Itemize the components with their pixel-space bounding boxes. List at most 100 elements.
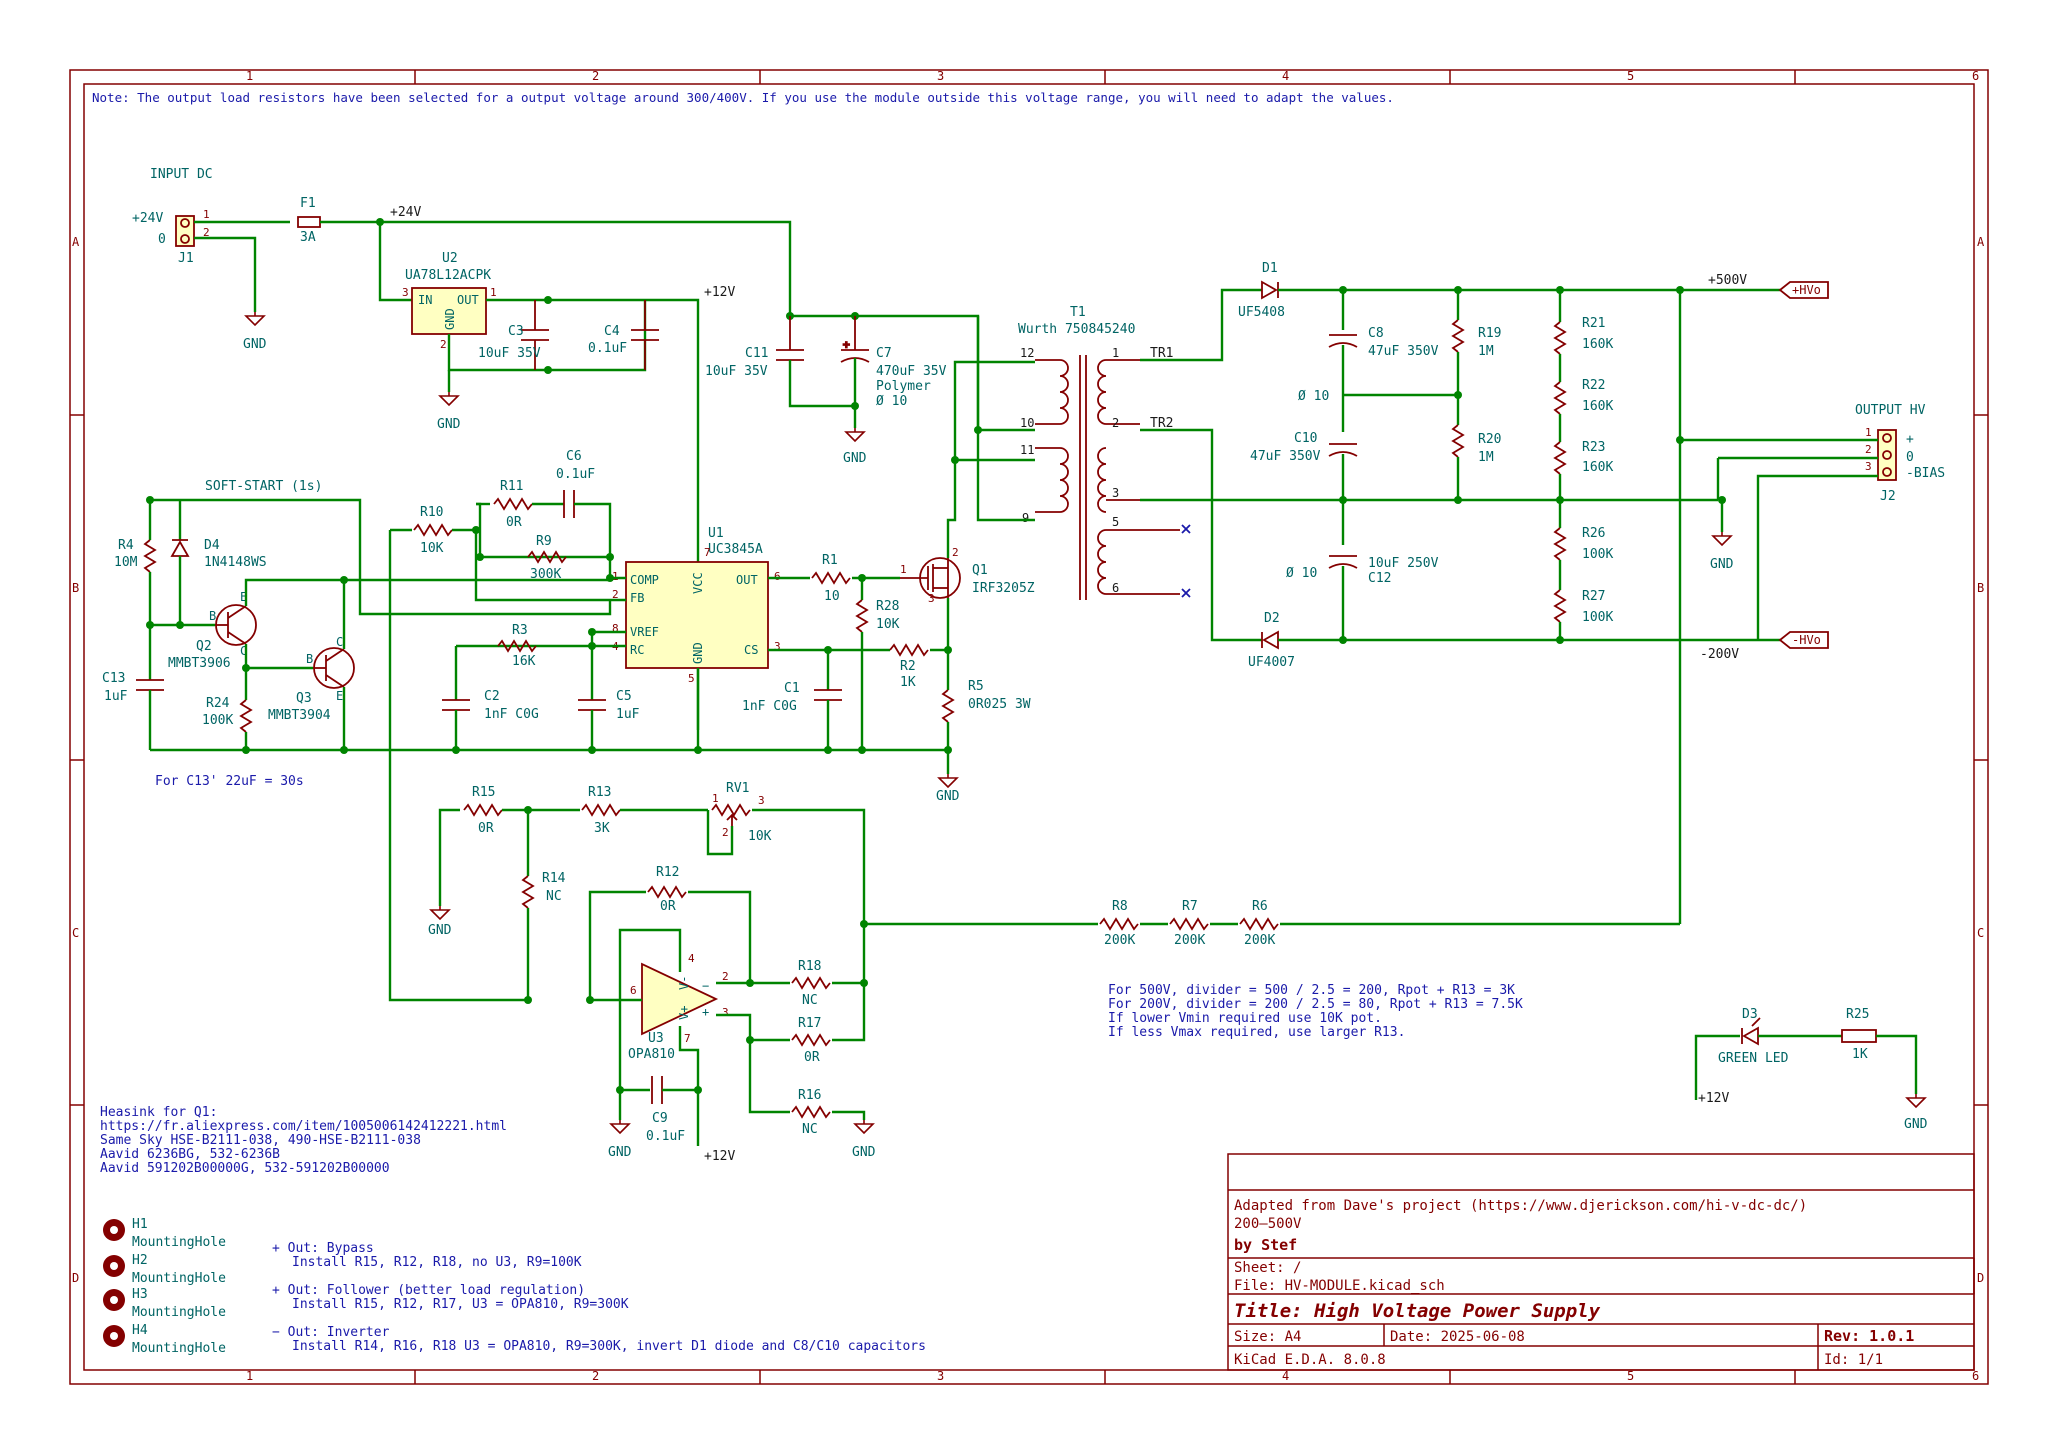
j1-label-zero: 0 [158, 232, 166, 247]
hvo-minus-label: -HVo [1792, 633, 1821, 647]
hvo-plus-tag [1778, 281, 1829, 299]
net-label-tr2: TR2 [1150, 416, 1173, 431]
r28-ref: R28 [876, 599, 899, 614]
c13-value: 1uF [104, 689, 128, 704]
r22-ref: R22 [1582, 378, 1605, 393]
r4-ref: R4 [118, 538, 134, 553]
j2-pin3: 3 [1865, 460, 1872, 473]
d3-value: GREEN LED [1718, 1051, 1789, 1066]
row-label-a: A [72, 235, 80, 249]
c1-ref: C1 [784, 681, 800, 696]
u3-minus: − [702, 979, 709, 993]
gnd-label-c9: GND [608, 1145, 632, 1160]
u1-body [625, 561, 769, 669]
connector-j1 [175, 215, 195, 247]
c6-value: 0.1uF [556, 467, 595, 482]
u3-n2: 2 [722, 970, 729, 983]
q2-b: B [209, 609, 216, 623]
d4-ref: D4 [204, 538, 220, 553]
c13-ref: C13 [102, 671, 125, 686]
c7-value: 470uF 35V [876, 364, 947, 379]
r19-ref: R19 [1478, 326, 1501, 341]
h4-value: MountingHole [132, 1341, 226, 1356]
c12-ref: C12 [1368, 571, 1391, 586]
j2-label-bias: -BIAS [1906, 466, 1945, 481]
c8-ref: C8 [1368, 326, 1384, 341]
c8c10-diameter: Ø 10 [1298, 389, 1329, 404]
u1-n6: 6 [774, 570, 781, 583]
j1-label-plus: +24V [132, 211, 163, 226]
title-block: Adapted from Dave's project (https://www… [1227, 1153, 1975, 1371]
h2-ref: H2 [132, 1253, 148, 1268]
u2-p1: 1 [490, 286, 497, 299]
u3-plus: + [702, 1005, 709, 1019]
fuse-f1: F1 3A +24V [297, 196, 792, 316]
r9-icon [527, 550, 567, 564]
u1-pin-out: OUT [736, 573, 758, 587]
tb-size: Size: A4 [1234, 1329, 1301, 1345]
t1-pin9: 9 [1022, 511, 1029, 525]
r7-value: 200K [1174, 933, 1205, 948]
u1-pin-rc: RC [630, 643, 644, 657]
t1-pin11: 11 [1020, 443, 1034, 457]
t1-pin1: 1 [1112, 346, 1119, 360]
c4-value: 0.1uF [588, 341, 627, 356]
gnd-label-led: GND [1904, 1117, 1928, 1132]
heatsink-line-3: Same Sky HSE-B2111-038, 490-HSE-B2111-03… [100, 1133, 421, 1148]
gnd-label-r15: GND [428, 923, 452, 938]
col-label-4: 4 [1282, 69, 1289, 83]
r17-icon [791, 1033, 831, 1047]
u2-pin-gnd: GND [443, 308, 457, 330]
tb-sheet: Sheet: / [1234, 1260, 1301, 1276]
r10-icon [413, 523, 453, 537]
divider-note-2: For 200V, divider = 200 / 2.5 = 80, Rpot… [1108, 997, 1523, 1012]
t1-value: Wurth 750845240 [1018, 322, 1135, 337]
u1-pin-comp: COMP [630, 573, 659, 587]
j2-pin2: 2 [1865, 443, 1872, 456]
row-label-b: B [72, 581, 79, 595]
c7-extra1: Polymer [876, 379, 931, 394]
q1-value: IRF3205Z [972, 581, 1035, 596]
heatsink-notes: Heasink for Q1: https://fr.aliexpress.co… [100, 1105, 507, 1176]
d3-ref: D3 [1742, 1007, 1758, 1022]
u2-value: UA78L12ACPK [405, 268, 491, 283]
d2-value: UF4007 [1248, 655, 1295, 670]
rv1-ref: RV1 [726, 781, 749, 796]
c4-ref: C4 [604, 324, 620, 339]
option-2-detail: Install R15, R12, R17, U3 = OPA810, R9=3… [292, 1297, 629, 1312]
u1-pin-gnd: GND [691, 642, 705, 664]
q3-c: C [336, 635, 343, 649]
q2-c: C [240, 644, 247, 658]
q3-e: E [336, 689, 343, 703]
r24-ref: R24 [206, 696, 230, 711]
tb-rev: Rev: 1.0.1 [1824, 1327, 1914, 1345]
gnd-label-c7: GND [843, 451, 867, 466]
f1-ref: F1 [300, 196, 316, 211]
r18-icon [791, 976, 831, 990]
net-label-12v-led: +12V [1698, 1091, 1729, 1106]
u2-pin-in: IN [418, 293, 432, 307]
u1-n2: 2 [612, 588, 619, 601]
gnd-label-j2: GND [1710, 557, 1734, 572]
c5-value: 1uF [616, 707, 640, 722]
heatsink-line-2: https://fr.aliexpress.com/item/100500614… [100, 1119, 507, 1134]
c2-value: 1nF C0G [484, 707, 539, 722]
d3-led-icon [1741, 1017, 1761, 1046]
input-dc-title: INPUT DC [150, 167, 213, 182]
r6-value: 200K [1244, 933, 1275, 948]
gnd-icon [244, 312, 266, 327]
col-label-2: 2 [592, 69, 599, 83]
j1-pin1-icon [180, 218, 190, 228]
c3-ref: C3 [508, 324, 524, 339]
c7-ref: C7 [876, 346, 892, 361]
r8-value: 200K [1104, 933, 1135, 948]
hv-output-section: D1 UF5408 +500V +HVo C8 47uF 350V Ø 10 C… [1140, 261, 1945, 924]
r3-icon [497, 639, 537, 653]
q1-ref: Q1 [972, 563, 988, 578]
r14-ref: R14 [542, 871, 566, 886]
no-connect-icon [1181, 524, 1191, 534]
row-label-c-right: C [1977, 926, 1984, 940]
h2-value: MountingHole [132, 1271, 226, 1286]
h3-ref: H3 [132, 1287, 148, 1302]
c1-value: 1nF C0G [742, 699, 797, 714]
